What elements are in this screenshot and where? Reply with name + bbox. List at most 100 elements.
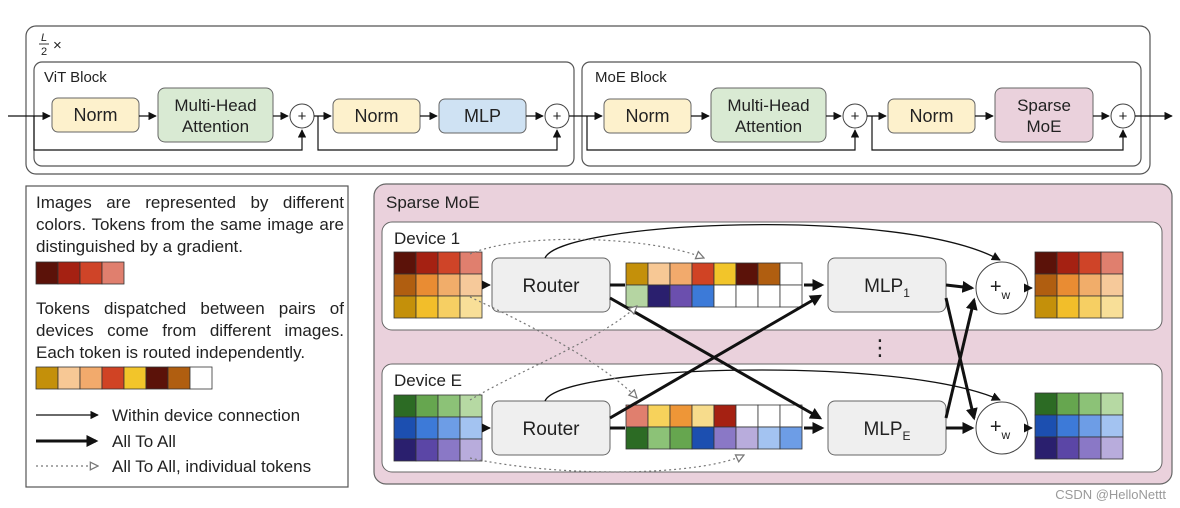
device-e-input-token	[393, 394, 417, 418]
device-1-input-token	[459, 295, 483, 319]
device-e-dispatched-token	[691, 426, 715, 450]
device-e-dispatched-token	[691, 404, 715, 428]
device-e-input-tokens	[393, 394, 483, 462]
device-1-output-token	[1078, 295, 1102, 319]
device-e-output-tokens	[1034, 392, 1124, 460]
legend-mixed-token	[145, 366, 169, 390]
device-1-dispatched-tokens	[625, 262, 803, 308]
within-device-connections	[481, 224, 1033, 433]
device-e-output-token	[1078, 392, 1102, 416]
device-1-output-tokens	[1034, 251, 1124, 319]
device-1-input-token	[393, 273, 417, 297]
device-1-mlp-label: MLP1	[864, 276, 910, 300]
legend-swatch-gradient	[35, 261, 125, 285]
sparse-moe-title: Sparse MoE	[386, 193, 480, 212]
moe-add-1-label: +	[851, 108, 860, 125]
device-1-dispatched-token	[735, 262, 759, 286]
legend-mixed-token	[123, 366, 147, 390]
vit-block-title: ViT Block	[44, 69, 107, 86]
repeat-label: L 2 ×	[39, 32, 62, 58]
legend-mixed-token	[57, 366, 81, 390]
legend-para-1: Images are represented by different colo…	[36, 193, 344, 256]
device-1-input-token	[415, 251, 439, 275]
device-1-mlp-text: MLP	[864, 276, 903, 297]
device-e-dispatched-token	[713, 404, 737, 428]
device-1-input-token	[459, 273, 483, 297]
device-e-dispatched-token	[779, 426, 803, 450]
all-to-all-connections	[609, 279, 978, 434]
individual-token-connections	[469, 238, 744, 473]
moe-norm-1-label: Norm	[626, 106, 670, 126]
device-1-label: Device 1	[394, 229, 460, 248]
device-e-output-token	[1078, 436, 1102, 460]
vit-add-1-label: +	[298, 108, 307, 125]
device-1-output-token	[1034, 273, 1058, 297]
device-e-input-token	[459, 394, 483, 418]
vit-norm-1	[51, 97, 140, 133]
device-e-input-token	[437, 438, 461, 462]
device-1-input-token	[393, 251, 417, 275]
moe-sparse-moe-label-2: MoE	[1027, 117, 1062, 136]
device-1-output-token	[1100, 295, 1124, 319]
device-e-input-token	[437, 416, 461, 440]
device-1-dispatched-token	[713, 284, 737, 308]
device-e-output-token	[1056, 436, 1080, 460]
repeat-label-den: 2	[41, 46, 47, 58]
device-e-label: Device E	[394, 371, 462, 390]
device-1-dispatched-token	[779, 262, 803, 286]
device-1-output-token	[1034, 295, 1058, 319]
vit-attention-label-1: Multi-Head	[174, 96, 256, 115]
device-e-dispatched-token	[647, 426, 671, 450]
device-1-dispatched-token	[779, 284, 803, 308]
device-1-combine-sub: w	[1001, 288, 1011, 302]
legend-gradient-token	[79, 261, 103, 285]
device-e-dispatched-token	[625, 426, 649, 450]
device-1-output-token	[1078, 251, 1102, 275]
device-e-input-token	[437, 394, 461, 418]
device-1-dispatched-token	[669, 262, 693, 286]
device-e-dispatched-token	[779, 404, 803, 428]
device-e-dispatched-token	[713, 426, 737, 450]
legend-mixed-token	[101, 366, 125, 390]
device-e-combine-label: +w	[990, 416, 1011, 442]
device-e-input-token	[459, 438, 483, 462]
device-e-combine-sub: w	[1001, 428, 1011, 442]
device-1-input-token	[415, 273, 439, 297]
watermark: CSDN @HelloNettt	[1055, 487, 1166, 502]
device-1-dispatched-token	[669, 284, 693, 308]
device-1-output-token	[1056, 273, 1080, 297]
device-1-combine-plus: +	[990, 276, 1002, 298]
device-e-output-token	[1100, 392, 1124, 416]
legend-para-2: Tokens dispatched between pairs of devic…	[36, 299, 344, 362]
device-e-dispatched-tokens	[625, 404, 803, 450]
device-e-input-token	[415, 438, 439, 462]
moe-attention-label-2: Attention	[735, 117, 802, 136]
vit-attention	[157, 87, 274, 143]
device-e-output-token	[1034, 392, 1058, 416]
devices-ellipsis: ⋮	[869, 335, 891, 360]
device-e-dispatched-token	[669, 426, 693, 450]
device-e-dispatched-token	[757, 404, 781, 428]
legend-mixed-token	[79, 366, 103, 390]
device-e-output-token	[1056, 414, 1080, 438]
legend-swatch-mixed	[35, 366, 213, 390]
legend-thin-label: Within device connection	[112, 406, 300, 425]
device-e-input-token	[459, 416, 483, 440]
device-1-dispatched-token	[647, 262, 671, 286]
moe-norm-2-label: Norm	[910, 106, 954, 126]
moe-block-title: MoE Block	[595, 69, 667, 86]
vit-norm-1-label: Norm	[74, 105, 118, 125]
device-1-output-token	[1034, 251, 1058, 275]
device-e-output-token	[1034, 436, 1058, 460]
legend-gradient-token	[35, 261, 59, 285]
device-1-input-token	[437, 251, 461, 275]
legend-box	[25, 185, 349, 488]
top-connections	[8, 111, 1173, 151]
legend-mixed-token	[189, 366, 213, 390]
device-1-mlp-sub: 1	[903, 286, 910, 300]
device-1-input-token	[459, 251, 483, 275]
device-e-input-token	[393, 416, 417, 440]
device-1-input-token	[437, 295, 461, 319]
device-e-input-token	[415, 416, 439, 440]
repeat-label-times: ×	[53, 37, 62, 54]
